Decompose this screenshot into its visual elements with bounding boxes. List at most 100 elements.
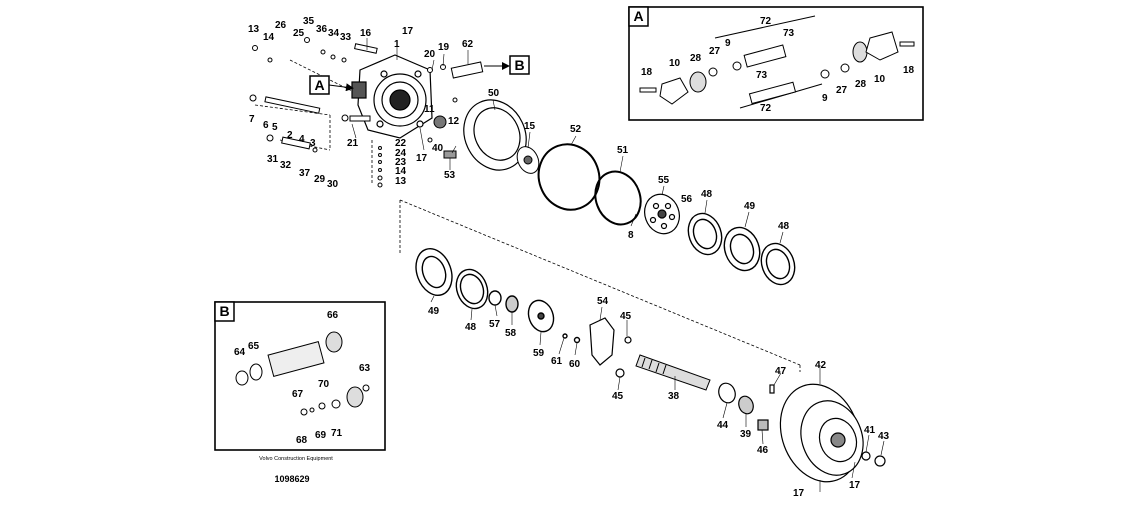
label-24: 24 — [395, 148, 407, 159]
discs-49-48-lower — [415, 248, 581, 344]
inset-a-title: A — [633, 8, 643, 24]
label-55: 55 — [658, 175, 670, 186]
label-36: 36 — [316, 24, 328, 35]
inset-a-label-28-left: 28 — [690, 53, 702, 64]
label-2: 2 — [287, 130, 293, 141]
inset-a-label-10-right: 10 — [874, 74, 886, 85]
label-13: 13 — [248, 24, 260, 35]
inset-a-label-27-right: 27 — [836, 85, 848, 96]
label-59: 59 — [533, 348, 545, 359]
label-16: 16 — [360, 28, 372, 39]
inset-b-label-68: 68 — [296, 435, 308, 446]
o-rings-52-51 — [537, 143, 642, 226]
label-38: 38 — [668, 391, 680, 402]
label-4: 4 — [299, 134, 305, 145]
label-26: 26 — [275, 20, 287, 31]
label-17-lower-right: 17 — [849, 480, 861, 491]
label-54: 54 — [597, 296, 609, 307]
inset-a-label-27-left: 27 — [709, 46, 721, 57]
callout-b-label: B — [514, 57, 524, 73]
label-49-lower: 49 — [428, 306, 440, 317]
inset-b-label-66: 66 — [327, 310, 339, 321]
part-50-plate — [463, 99, 527, 171]
label-40: 40 — [432, 143, 444, 154]
label-58: 58 — [505, 328, 517, 339]
inset-a-label-9-top: 9 — [725, 38, 731, 49]
label-41: 41 — [864, 425, 876, 436]
footer-caption: Volvo Construction Equipment — [259, 456, 333, 462]
inset-b-label-63: 63 — [359, 363, 371, 374]
label-23: 23 — [395, 157, 407, 168]
label-19: 19 — [438, 42, 450, 53]
label-29: 29 — [314, 174, 326, 185]
inset-a-label-9-bottom: 9 — [822, 93, 828, 104]
discs-48-49-upper — [687, 212, 796, 286]
inset-b-label-65: 65 — [248, 341, 260, 352]
label-17-top: 17 — [402, 26, 414, 37]
inset-b-label-69: 69 — [315, 430, 327, 441]
label-8: 8 — [628, 230, 634, 241]
part-54-swash-plate — [589, 317, 632, 378]
label-57: 57 — [489, 319, 501, 330]
part-15-plate — [516, 146, 540, 174]
label-1: 1 — [394, 39, 400, 50]
part-38-shaft — [635, 354, 711, 391]
part-55-cylinder-block — [644, 193, 680, 235]
label-43: 43 — [878, 431, 890, 442]
label-31: 31 — [267, 154, 279, 165]
label-39: 39 — [740, 429, 752, 440]
label-13-lower: 13 — [395, 176, 407, 187]
part-62-valve — [433, 61, 484, 129]
label-45-lower: 45 — [612, 391, 624, 402]
inset-b-title: B — [219, 303, 229, 319]
label-12: 12 — [448, 116, 460, 127]
label-5: 5 — [272, 122, 278, 133]
label-62: 62 — [462, 39, 474, 50]
label-48-upper-b: 48 — [778, 221, 790, 232]
parts-44-39-46-47 — [718, 382, 775, 431]
label-21: 21 — [347, 138, 359, 149]
label-33: 33 — [340, 32, 352, 43]
label-53: 53 — [444, 170, 456, 181]
label-48-upper-a: 48 — [701, 189, 713, 200]
label-7: 7 — [249, 114, 255, 125]
label-48-lower: 48 — [465, 322, 477, 333]
label-56: 56 — [681, 194, 693, 205]
inset-a-label-73-bottom: 73 — [756, 70, 768, 81]
motor-housing — [351, 54, 433, 139]
label-46: 46 — [757, 445, 769, 456]
callout-box-a: A — [309, 75, 354, 95]
inset-panel-b: B — [214, 301, 386, 451]
inset-b-label-64: 64 — [234, 347, 246, 358]
callout-a-label: A — [314, 77, 324, 93]
label-25: 25 — [293, 28, 305, 39]
label-14: 14 — [263, 32, 275, 43]
inset-b-label-70: 70 — [318, 379, 330, 390]
label-22: 22 — [395, 138, 407, 149]
label-35: 35 — [303, 16, 315, 27]
label-52: 52 — [570, 124, 582, 135]
part-42-drum — [779, 383, 886, 483]
label-32: 32 — [280, 160, 292, 171]
label-61: 61 — [551, 356, 563, 367]
label-17-bottom: 17 — [793, 488, 805, 499]
label-17-mid: 17 — [416, 153, 428, 164]
inset-b-label-71: 71 — [331, 428, 343, 439]
label-49-upper: 49 — [744, 201, 756, 212]
inset-a-drawing — [639, 15, 915, 109]
small-hardware — [249, 37, 458, 188]
inset-a-label-28-right: 28 — [855, 79, 867, 90]
callout-box-b: B — [484, 55, 530, 75]
label-37: 37 — [299, 168, 311, 179]
inset-b-label-67: 67 — [292, 389, 304, 400]
label-47: 47 — [775, 366, 787, 377]
inset-panel-a: A — [628, 6, 924, 121]
inset-a-label-18-left: 18 — [641, 67, 653, 78]
label-15: 15 — [524, 121, 536, 132]
inset-a-label-73-top: 73 — [783, 28, 795, 39]
label-34: 34 — [328, 28, 340, 39]
inset-a-label-72-top: 72 — [760, 16, 772, 27]
label-60: 60 — [569, 359, 581, 370]
